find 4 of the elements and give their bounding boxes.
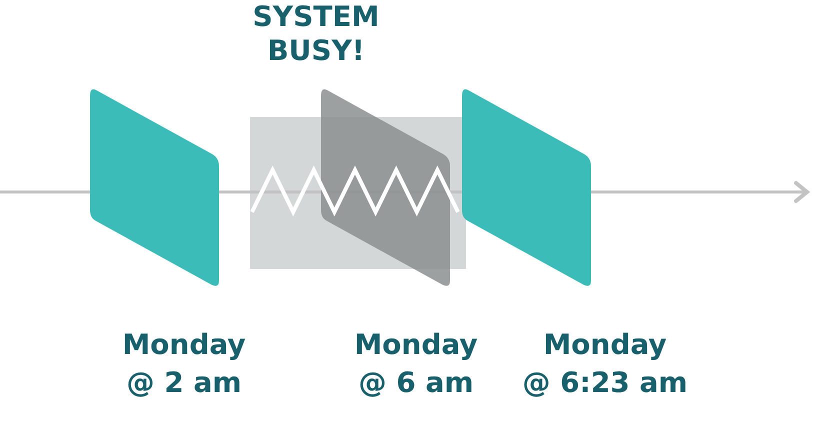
time-label: Monday @ 6:23 am — [522, 327, 688, 401]
status-heading: SYSTEM BUSY! — [252, 0, 380, 68]
time-label: Monday @ 6 am — [354, 327, 478, 401]
time-label: Monday @ 2 am — [122, 327, 246, 401]
